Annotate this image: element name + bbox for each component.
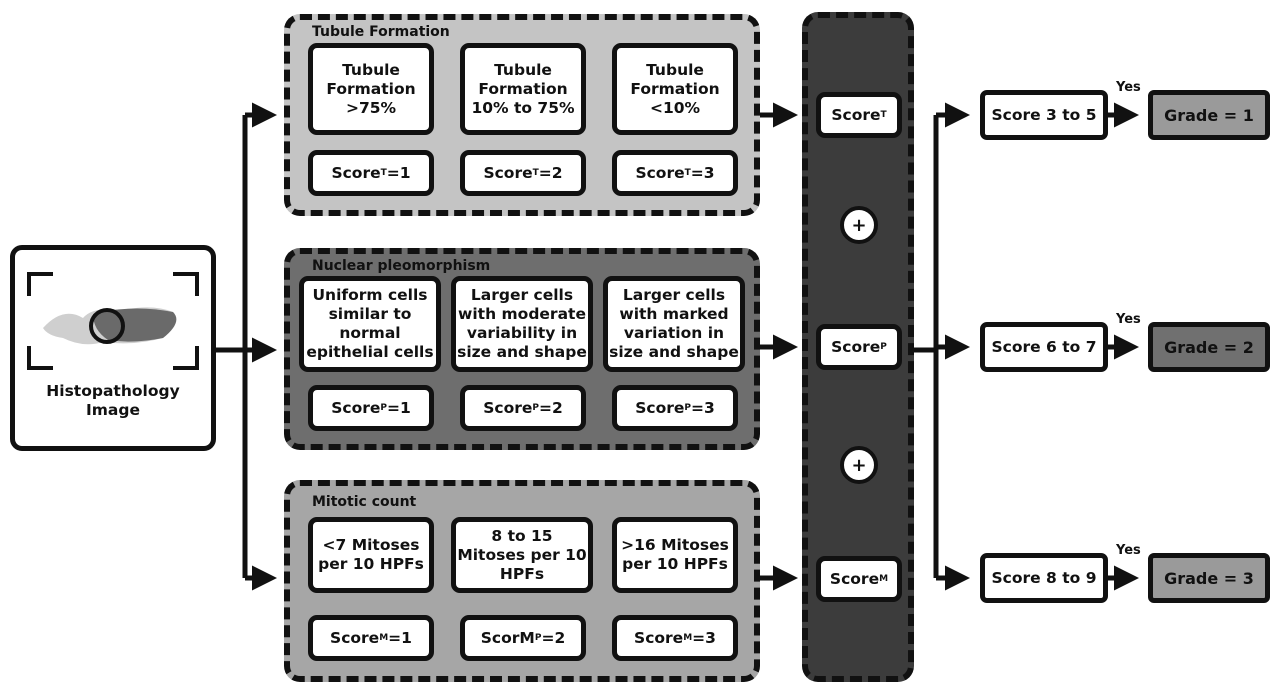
nuclear-panel-title: Nuclear pleomorphism bbox=[312, 258, 490, 274]
tubule-criterion-3: Tubule Formation <10% bbox=[612, 43, 738, 135]
tissue-image-icon bbox=[23, 266, 203, 376]
tubule-criterion-2: Tubule Formation 10% to 75% bbox=[460, 43, 586, 135]
grade-box-3: Grade = 3 bbox=[1148, 553, 1270, 603]
yes-label-2: Yes bbox=[1116, 312, 1141, 327]
tubule-panel-title: Tubule Formation bbox=[312, 24, 450, 40]
mitotic-criterion-1: <7 Mitoses per 10 HPFs bbox=[308, 517, 434, 593]
mitotic-panel-title: Mitotic count bbox=[312, 494, 416, 510]
input-label: Histopathology Image bbox=[38, 382, 188, 420]
tubule-criterion-1: Tubule Formation >75% bbox=[308, 43, 434, 135]
yes-label-3: Yes bbox=[1116, 543, 1141, 558]
nuclear-criterion-3: Larger cells with marked variation in si… bbox=[603, 276, 745, 372]
nuclear-criterion-1: Uniform cells similar to normal epitheli… bbox=[299, 276, 441, 372]
nuclear-criterion-2: Larger cells with moderate variability i… bbox=[451, 276, 593, 372]
grade-box-1: Grade = 1 bbox=[1148, 90, 1270, 140]
range-box-2: Score 6 to 7 bbox=[980, 322, 1108, 372]
plus-icon-1: + bbox=[840, 206, 878, 244]
range-box-3: Score 8 to 9 bbox=[980, 553, 1108, 603]
mitotic-criterion-2: 8 to 15 Mitoses per 10 HPFs bbox=[451, 517, 593, 593]
mitotic-criterion-3: >16 Mitoses per 10 HPFs bbox=[612, 517, 738, 593]
plus-icon-2: + bbox=[840, 446, 878, 484]
range-box-1: Score 3 to 5 bbox=[980, 90, 1108, 140]
grade-box-2: Grade = 2 bbox=[1148, 322, 1270, 372]
yes-label-1: Yes bbox=[1116, 80, 1141, 95]
histopathology-image-box: Histopathology Image bbox=[10, 245, 216, 451]
